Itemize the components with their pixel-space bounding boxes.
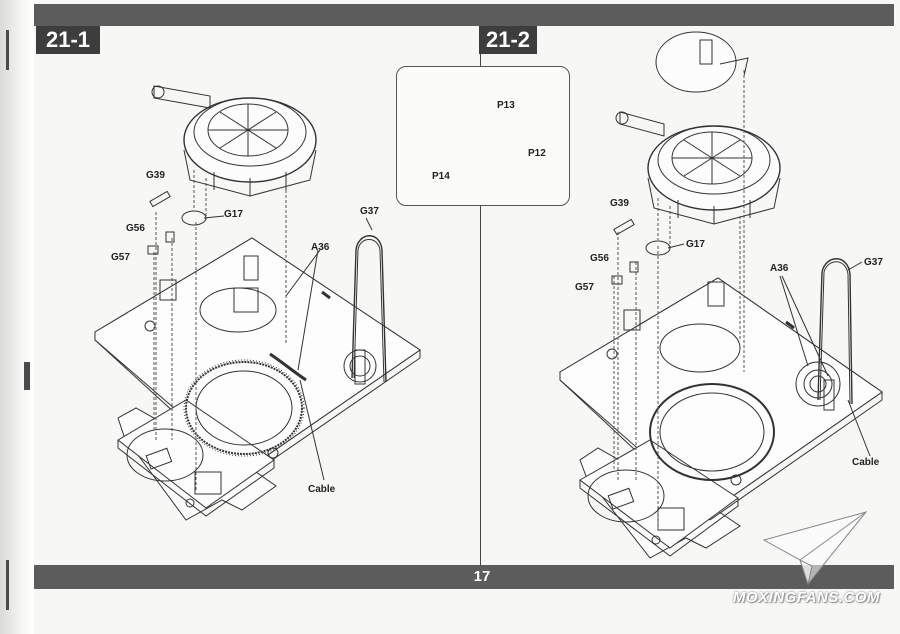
label-p13: P13 [497,100,515,111]
label-right-cable: Cable [852,457,880,468]
label-right-g37: G37 [864,257,883,268]
label-right-g39: G39 [610,198,629,209]
label-left-g56: G56 [126,223,145,234]
spine-edge [6,30,9,70]
right-assembly [559,31,883,559]
label-left-g37: G37 [360,206,379,217]
step-label-left: 21-1 [36,26,100,54]
watermark-text: MOXINGFANS.COM [733,589,881,606]
label-p14: P14 [432,171,450,182]
label-left-cable: Cable [308,484,336,495]
label-p12: P12 [528,148,546,159]
step-label-right: 21-2 [479,26,537,54]
label-right-a36: A36 [770,263,789,274]
page-spine [0,0,34,634]
spine-edge [6,560,9,610]
label-left-a36: A36 [311,242,330,253]
center-divider [480,54,481,566]
label-left-g39: G39 [146,170,165,181]
hatch-lid-right [655,31,737,93]
label-left-g57: G57 [111,252,130,263]
turret-ring-left [185,361,303,455]
top-header-bar [34,4,894,26]
label-left-g17: G17 [224,209,243,220]
label-right-g57: G57 [575,282,594,293]
watermark-logo [762,511,868,586]
left-assembly [94,85,421,521]
turret-ring-right [649,383,775,481]
label-right-g17: G17 [686,239,705,250]
spine-edge [24,362,30,390]
cupola-right [647,125,781,211]
detail-callout-box [396,66,570,206]
cupola-left [183,97,317,183]
label-right-g56: G56 [590,253,609,264]
bottom-footer-bar [34,565,894,589]
page-number: 17 [473,568,491,585]
